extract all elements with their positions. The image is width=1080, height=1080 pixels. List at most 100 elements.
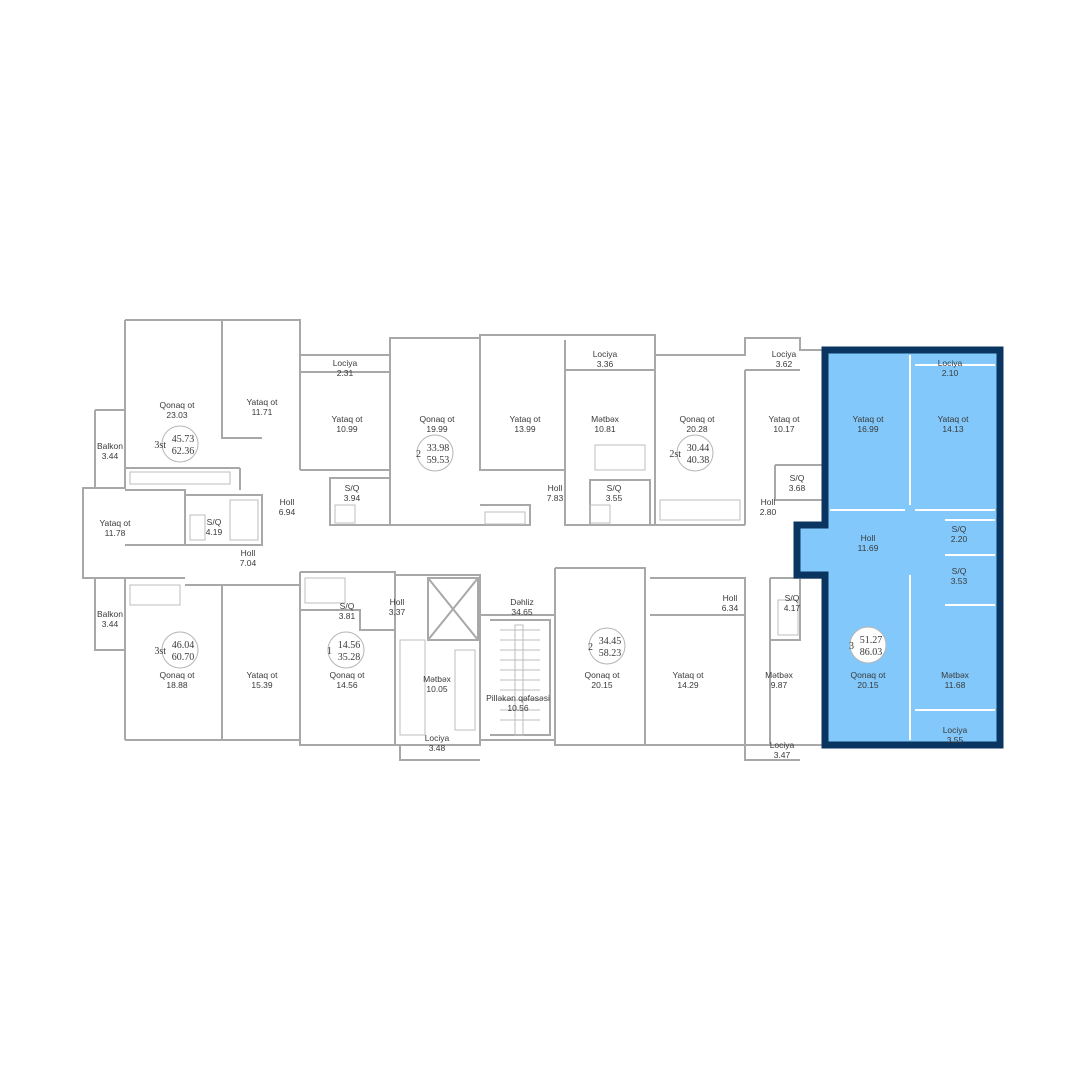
room-name: Holl [548, 483, 563, 493]
badge-circle [849, 626, 887, 664]
total-area: 59.53 [427, 455, 450, 466]
room-area: 34.65 [511, 607, 533, 617]
room-name: S/Q [785, 593, 800, 603]
room-area: 3.68 [789, 483, 806, 493]
room-name: Qonaq ot [160, 670, 196, 680]
room-area: 3.36 [597, 359, 614, 369]
room-name: Qonaq ot [680, 414, 716, 424]
room-name: S/Q [952, 524, 967, 534]
room-area: 3.44 [102, 451, 119, 461]
total-area: 86.03 [860, 647, 883, 658]
total-area: 58.23 [599, 648, 622, 659]
room-name: S/Q [952, 566, 967, 576]
room-area: 16.99 [857, 424, 879, 434]
room-area: 10.17 [773, 424, 795, 434]
room-area: 14.13 [942, 424, 964, 434]
living-area: 30.44 [687, 443, 710, 454]
room-area: 3.47 [774, 750, 791, 760]
room-name: Yataq ot [672, 670, 704, 680]
room-area: 10.05 [426, 684, 448, 694]
room-name: Balkon [97, 441, 123, 451]
room-count: 1 [327, 646, 332, 657]
room-name: Qonaq ot [851, 670, 887, 680]
room-name: Holl [390, 597, 405, 607]
room-area: 11.78 [105, 528, 126, 538]
room-name: Mətbəx [941, 670, 970, 680]
room-name: Yataq ot [768, 414, 800, 424]
badge-circle [416, 434, 454, 472]
room-area: 3.55 [606, 493, 623, 503]
living-area: 33.98 [427, 443, 450, 454]
room-name: S/Q [207, 517, 222, 527]
room-name: Lociya [593, 349, 618, 359]
room-area: 13.99 [514, 424, 536, 434]
total-area: 35.28 [338, 652, 361, 663]
room-name: Pilləkən qəfəsəsi [486, 693, 550, 703]
fixtures [129, 444, 799, 736]
living-area: 34.45 [599, 636, 622, 647]
room-name: Yataq ot [99, 518, 131, 528]
room-area: 2.80 [760, 507, 777, 517]
room-name: Balkon [97, 609, 123, 619]
total-area: 40.38 [687, 455, 710, 466]
room-area: 11.69 [858, 543, 879, 553]
room-count: 2 [588, 642, 593, 653]
badge-circle [327, 631, 365, 669]
room-name: Lociya [772, 349, 797, 359]
room-name: Yataq ot [331, 414, 363, 424]
room-area: 2.31 [337, 368, 354, 378]
room-area: 11.71 [252, 407, 273, 417]
highlighted-apartment[interactable] [793, 346, 1004, 749]
room-area: 6.34 [722, 603, 739, 613]
room-area: 3.48 [429, 743, 446, 753]
room-area: 14.29 [677, 680, 699, 690]
room-sq-c1: S/Q3.68 [789, 473, 806, 493]
badge-circle [161, 425, 199, 463]
room-sq-b1: S/Q3.94 [344, 483, 361, 503]
room-name: S/Q [607, 483, 622, 493]
room-name: S/Q [790, 473, 805, 483]
room-name: Yataq ot [852, 414, 884, 424]
room-name: Mətbəx [765, 670, 794, 680]
room-name: Yataq ot [509, 414, 541, 424]
room-area: 3.81 [339, 611, 356, 621]
room-area: 11.68 [945, 680, 966, 690]
room-area: 20.15 [857, 680, 879, 690]
room-name: Yataq ot [246, 670, 278, 680]
room-area: 10.81 [594, 424, 616, 434]
room-name: Qonaq ot [330, 670, 366, 680]
room-area: 20.15 [591, 680, 613, 690]
room-area: 3.37 [389, 607, 406, 617]
room-sq-a1: S/Q4.19 [206, 517, 223, 537]
room-count: 3st [154, 646, 166, 657]
room-count: 2st [669, 449, 681, 460]
room-name: Holl [241, 548, 256, 558]
